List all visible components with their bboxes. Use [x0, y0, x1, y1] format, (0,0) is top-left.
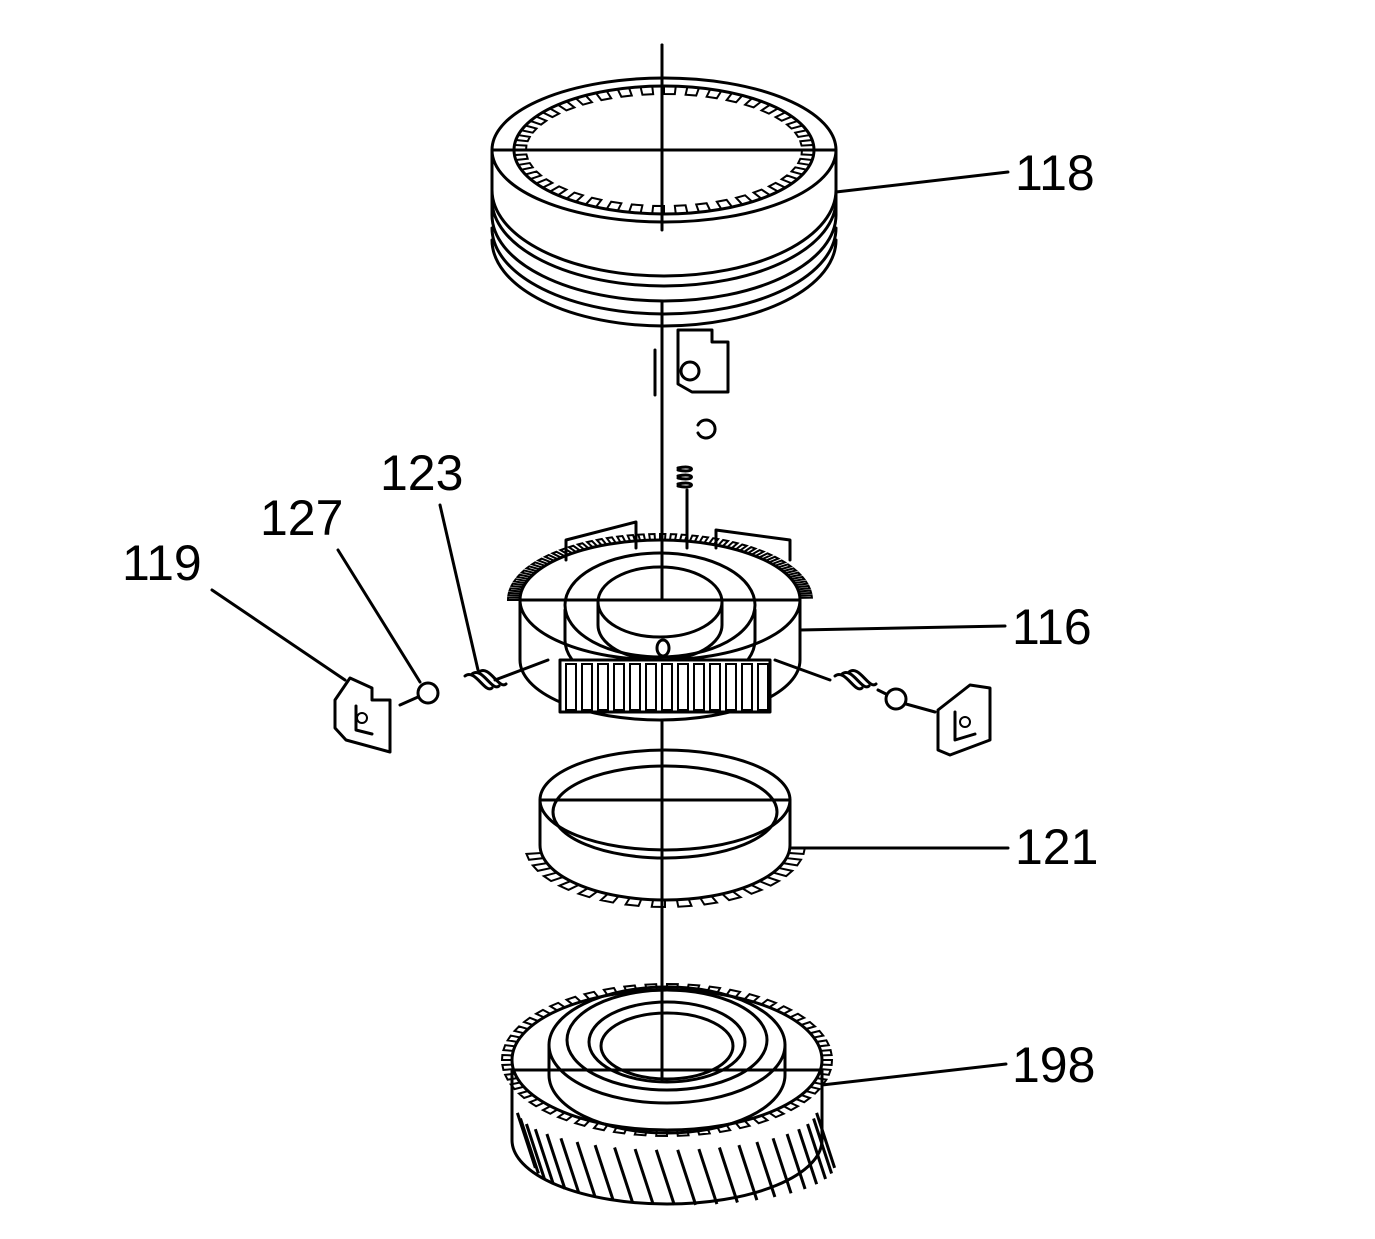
helical-tooth	[575, 1141, 597, 1198]
hub-tooth	[645, 663, 657, 711]
callout-123: 123	[380, 445, 463, 501]
hub-tooth	[597, 663, 609, 711]
callout-121: 121	[1015, 819, 1098, 875]
callout-127: 127	[260, 490, 343, 546]
right-detent-assembly	[773, 658, 992, 757]
part-198-gear	[500, 923, 837, 1206]
helical-tooth	[559, 1137, 581, 1194]
hub-tooth	[757, 663, 769, 711]
helical-tooth	[545, 1133, 567, 1190]
helical-tooth	[593, 1144, 615, 1201]
helical-tooth	[755, 1141, 777, 1198]
hub-tooth	[677, 663, 689, 711]
helical-tooth	[812, 1118, 833, 1174]
hub-tooth	[693, 663, 705, 711]
hub-tooth	[613, 663, 625, 711]
part-116-lower-teeth	[565, 663, 769, 711]
hub-tooth	[725, 663, 737, 711]
helical-tooth	[797, 1128, 819, 1185]
part-116-hub	[506, 520, 814, 722]
hub-tooth	[581, 663, 593, 711]
helical-tooth	[525, 1123, 546, 1180]
hub-tooth	[709, 663, 721, 711]
part-198-helical-teeth	[515, 1112, 837, 1206]
helical-tooth	[737, 1144, 759, 1201]
helical-tooth	[519, 1118, 540, 1174]
hub-tooth	[629, 663, 641, 711]
callout-116: 116	[1012, 599, 1092, 655]
part-198-outer-teeth	[500, 982, 834, 1138]
helical-tooth	[654, 1149, 676, 1206]
helical-tooth	[815, 1112, 837, 1169]
leader-lines	[210, 170, 1010, 1087]
helical-tooth	[717, 1147, 739, 1203]
hub-tooth	[565, 663, 577, 711]
axis-strut-group	[653, 328, 730, 550]
left-detent-assembly	[333, 658, 550, 754]
part-118-sleeve	[490, 43, 838, 328]
callout-118: 118	[1015, 145, 1095, 201]
part-118-inner-teeth	[512, 84, 815, 216]
helical-tooth	[533, 1128, 555, 1185]
hub-tooth	[661, 663, 673, 711]
helical-tooth	[697, 1148, 719, 1205]
helical-tooth	[785, 1133, 807, 1190]
callout-119: 119	[122, 535, 202, 591]
part-121-outer-lugs	[524, 846, 807, 909]
callout-198: 198	[1012, 1037, 1095, 1093]
part-121-blocker-ring	[524, 728, 807, 917]
helical-tooth	[633, 1148, 655, 1205]
hub-tooth	[741, 663, 753, 711]
helical-tooth	[676, 1149, 698, 1206]
helical-tooth	[613, 1147, 635, 1203]
part-116-outer-teeth	[506, 532, 814, 601]
helical-tooth	[771, 1137, 793, 1194]
helical-tooth	[806, 1123, 827, 1180]
